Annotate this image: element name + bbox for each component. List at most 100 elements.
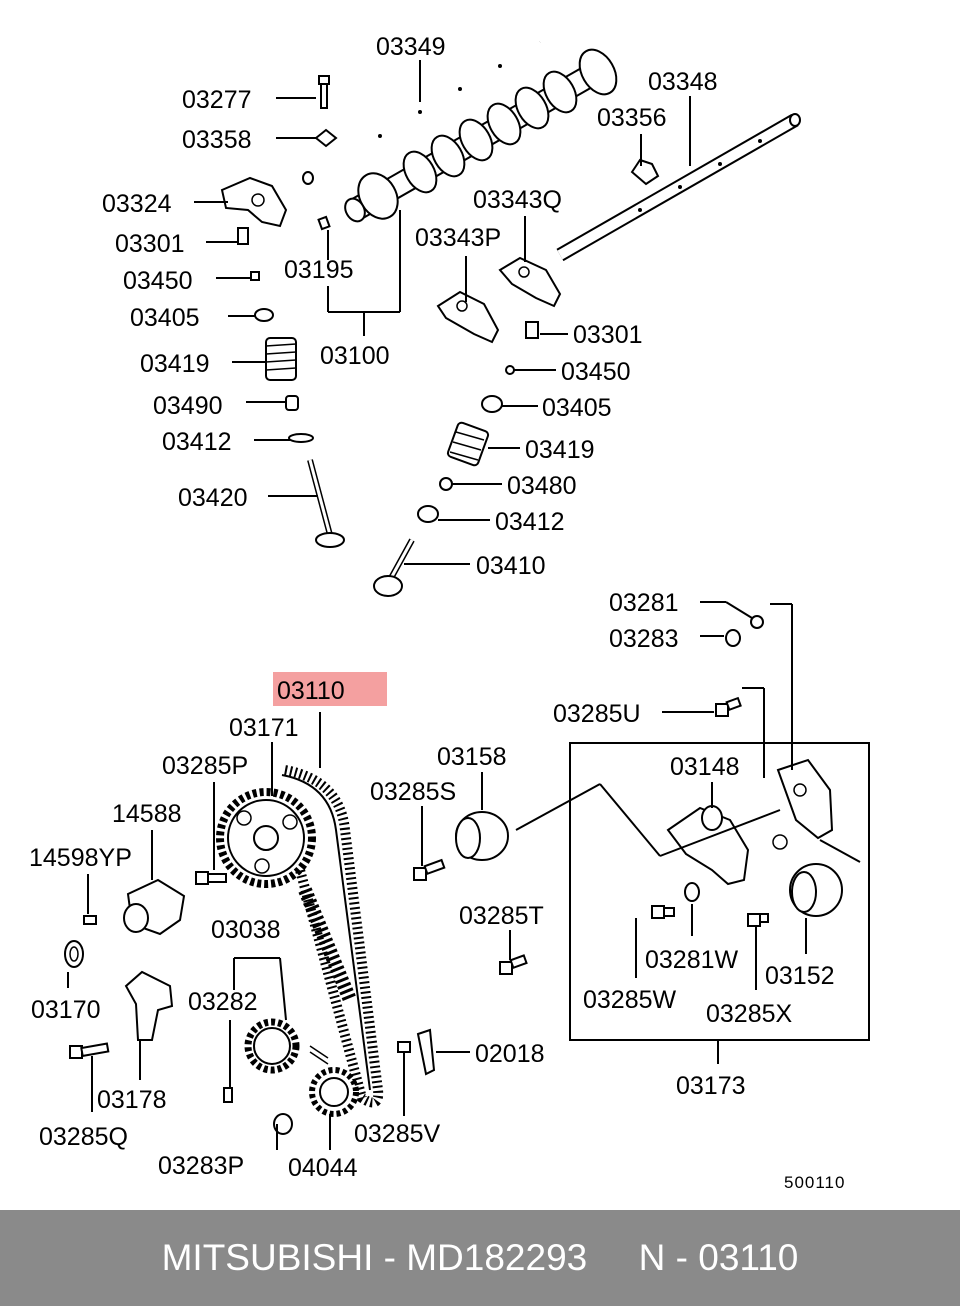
timing-belt-03110	[281, 765, 384, 1108]
retainer-03405b	[481, 395, 503, 413]
rocker-arm-03343P	[436, 290, 500, 344]
bolt-03285X	[747, 913, 769, 927]
tensioner-03178	[124, 970, 174, 1041]
bolt-14598YP	[83, 915, 97, 925]
label-03281: 03281	[609, 589, 679, 617]
label-03410: 03410	[476, 552, 546, 580]
label-03283: 03283	[609, 625, 679, 653]
label-03152: 03152	[765, 962, 835, 990]
clip-03356	[630, 158, 660, 186]
label-03281W: 03281W	[645, 946, 739, 974]
adjuster-03301a	[237, 227, 249, 245]
label-03148: 03148	[670, 753, 740, 781]
housing-14588	[123, 878, 186, 936]
label-03285V: 03285V	[354, 1120, 441, 1148]
label-03420: 03420	[178, 484, 248, 512]
label-03419-right: 03419	[525, 436, 595, 464]
label-03356: 03356	[597, 104, 667, 132]
washer-03283	[725, 629, 741, 647]
label-03301-right: 03301	[573, 321, 643, 349]
spring-02018-detail	[309, 1045, 329, 1065]
bracket-03148-side	[772, 758, 834, 850]
label-14588: 14588	[112, 800, 182, 828]
rocker-shaft-left	[302, 37, 543, 185]
label-03178: 03178	[97, 1086, 167, 1114]
pulley-04044	[309, 1067, 359, 1117]
highlight-box	[273, 672, 387, 706]
label-03100: 03100	[320, 342, 390, 370]
label-03324: 03324	[102, 190, 172, 218]
label-03285U: 03285U	[553, 700, 641, 728]
label-03358: 03358	[182, 126, 252, 154]
bolt-03285P	[195, 871, 227, 885]
pin-03195	[317, 215, 331, 231]
rocker-arm-03343Q	[498, 256, 562, 308]
label-14598YP: 14598YP	[29, 844, 132, 872]
seat-03412b	[417, 505, 439, 523]
spring-03419a	[265, 337, 297, 381]
label-03343Q: 03343Q	[473, 186, 562, 214]
label-03490: 03490	[153, 392, 223, 420]
label-02018: 02018	[475, 1040, 545, 1068]
label-03195: 03195	[284, 256, 354, 284]
footer-bar: MITSUBISHI - MD182293 N - 03110	[0, 1210, 960, 1306]
label-03171: 03171	[229, 714, 299, 742]
leader-lines	[67, 60, 861, 1150]
label-03405-right: 03405	[542, 394, 612, 422]
parts-diagram: 03349 03277 03358 03348 03356 03324 0334…	[29, 33, 870, 1192]
label-03450-left: 03450	[123, 267, 193, 295]
footer-text: MITSUBISHI - MD182293 N - 03110	[161, 1237, 799, 1278]
seal-03480	[439, 477, 453, 491]
bracket-02018	[416, 1028, 436, 1076]
rocker-arm-03324	[220, 176, 288, 228]
sprocket-03171	[216, 788, 316, 888]
adjuster-03301b	[525, 321, 539, 339]
label-03283P: 03283P	[158, 1152, 244, 1180]
label-04044: 04044	[288, 1154, 358, 1182]
seal-03170	[64, 940, 84, 968]
label-03285T: 03285T	[459, 902, 544, 930]
label-03038: 03038	[211, 916, 281, 944]
pulley-03152	[789, 863, 843, 917]
sprocket-03038	[244, 1018, 300, 1074]
washer-03283P	[273, 1113, 293, 1135]
label-03412-right: 03412	[495, 508, 565, 536]
tensioner-arm-03148	[666, 805, 750, 886]
bolt-03285Q	[69, 1042, 110, 1059]
pulley-03158	[455, 811, 509, 861]
plate-03358	[314, 128, 338, 148]
bolt-03277	[318, 75, 330, 109]
rocker-shaft-right	[556, 113, 801, 262]
label-03277: 03277	[182, 86, 252, 114]
label-03285Q: 03285Q	[39, 1123, 128, 1151]
bolt-03285S	[413, 858, 446, 881]
nut-03450a	[250, 271, 260, 281]
assembly-box-03173	[569, 742, 870, 1041]
label-03282: 03282	[188, 988, 258, 1016]
nut-03450b	[505, 365, 515, 375]
bolt-03285W	[651, 905, 675, 919]
seal-03490	[285, 395, 299, 411]
label-03285S: 03285S	[370, 778, 456, 806]
bolt-03285U	[715, 696, 742, 717]
camshaft	[344, 48, 618, 223]
nut-03281	[750, 615, 764, 629]
label-03419-left: 03419	[140, 350, 210, 378]
label-03412-left: 03412	[162, 428, 232, 456]
label-03450-right: 03450	[561, 358, 631, 386]
label-03405-left: 03405	[130, 304, 200, 332]
valve-03420	[307, 459, 345, 548]
label-03349: 03349	[376, 33, 446, 61]
label-03158: 03158	[437, 743, 507, 771]
label-03285X: 03285X	[706, 1000, 793, 1028]
bolt-03285T	[499, 954, 528, 975]
diagram-code: 500110	[784, 1173, 845, 1192]
seat-03412a	[288, 433, 314, 443]
label-03301-left: 03301	[115, 230, 185, 258]
valve-03410	[373, 538, 415, 597]
retainer-03405a	[254, 308, 274, 322]
label-03348: 03348	[648, 68, 718, 96]
label-03285P: 03285P	[162, 752, 248, 780]
label-03110: 03110	[277, 677, 345, 705]
washer-03281W	[684, 882, 700, 902]
